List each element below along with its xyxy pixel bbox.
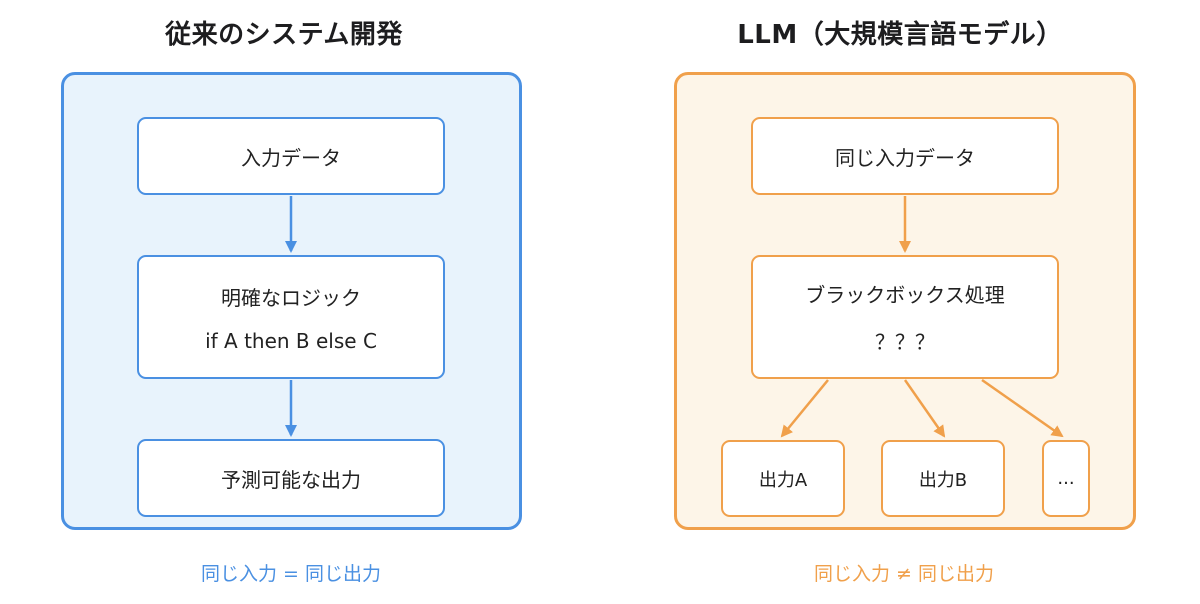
predictable-output-box: 予測可能な出力 xyxy=(137,439,445,517)
output-b-box: 出力B xyxy=(881,440,1005,517)
right-caption: 同じ入力 ≠ 同じ出力 xyxy=(814,563,994,585)
left-caption: 同じ入力 = 同じ出力 xyxy=(201,563,381,585)
logic-box: 明確なロジック if A then B else C xyxy=(137,255,445,379)
arrow-blackbox-to-output-b xyxy=(903,379,946,438)
output-a-box: 出力A xyxy=(721,440,845,517)
logic-code: if A then B else C xyxy=(205,328,377,353)
arrow-blackbox-to-output-a xyxy=(780,379,829,438)
blackbox-box: ブラックボックス処理 ？？？ xyxy=(751,255,1059,379)
output-a-label: 出力A xyxy=(758,469,808,491)
input-data-label: 入力データ xyxy=(241,145,341,170)
blackbox-sub: ？？？ xyxy=(875,330,935,354)
arrow-blackbox-to-output-more xyxy=(981,378,1064,438)
output-more-label: ... xyxy=(1057,468,1075,489)
same-input-box: 同じ入力データ xyxy=(751,117,1059,195)
right-title: LLM（大規模言語モデル） xyxy=(737,20,1063,50)
input-data-box: 入力データ xyxy=(137,117,445,195)
left-title: 従来のシステム開発 xyxy=(165,20,403,50)
logic-label: 明確なロジック xyxy=(221,285,361,310)
output-more-box: ... xyxy=(1042,440,1090,517)
output-b-label: 出力B xyxy=(918,469,968,491)
blackbox-label: ブラックボックス処理 xyxy=(805,283,1005,307)
same-input-label: 同じ入力データ xyxy=(835,145,975,170)
predictable-output-label: 予測可能な出力 xyxy=(221,467,361,492)
